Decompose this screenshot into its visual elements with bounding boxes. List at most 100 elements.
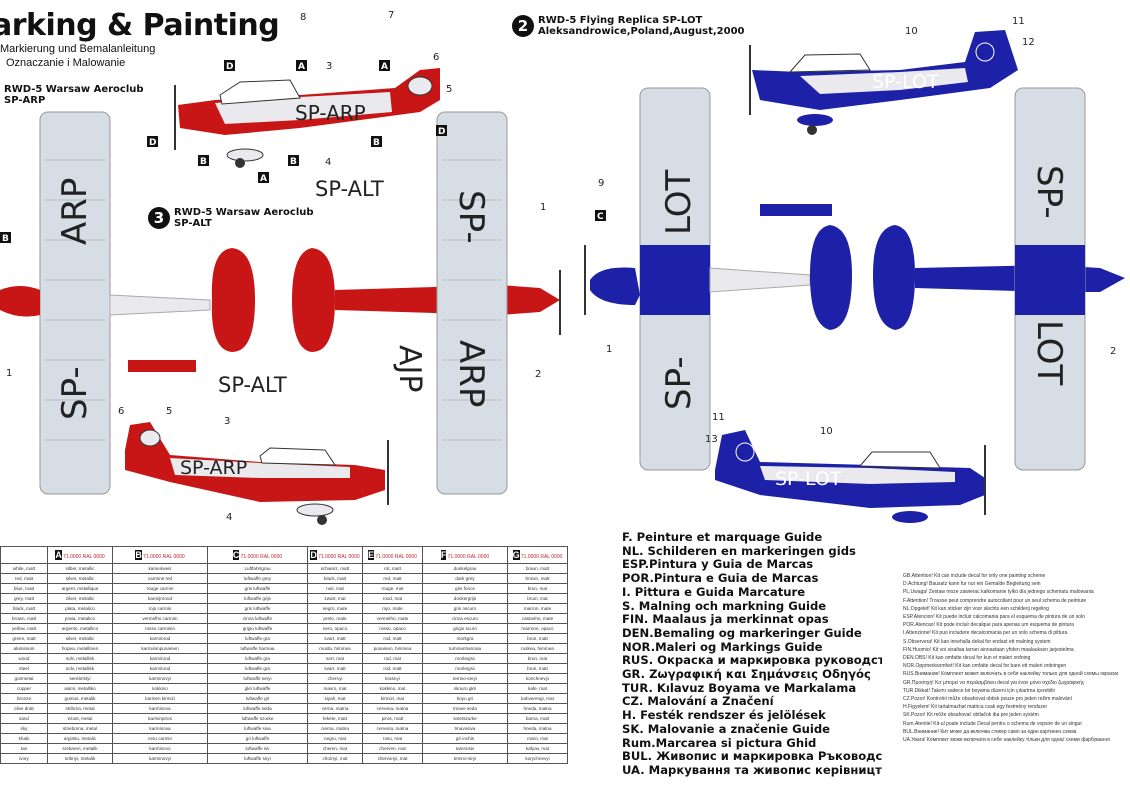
color-table-cell: karminovyi [112, 673, 208, 684]
color-table-cell: luftwaffe harmaa [207, 643, 308, 654]
callout-1-left: 1 [6, 368, 12, 379]
language-item: GR. Ζωγραφική και Σημάνσεις Οδηγός [622, 668, 871, 682]
color-table-cell: fekete, matt [307, 713, 363, 724]
color-table-header: A 71.0000 RAL 0000 B 71.0000 RAL 0000 C … [0, 546, 568, 564]
language-item: BUL. Живопис и маркировка Ръководство [622, 750, 882, 764]
callout-11: 11 [1012, 16, 1025, 27]
reg-lot-left-wing-bottom: SP- [659, 356, 699, 410]
color-table-cell: kameirweis [112, 563, 208, 574]
color-table-cell: brun, mat [507, 653, 568, 664]
color-table-cell: karminrod [112, 653, 208, 664]
color-table-cell: marron, mate [507, 603, 568, 614]
color-table-cell: grigio scuro [422, 623, 508, 634]
color-table-cell: rood, mat [362, 593, 423, 604]
callout-3: 3 [326, 61, 332, 72]
note-item: SK.Pozor! Kit môže obsahovať obtlačok ib… [903, 712, 1039, 719]
color-table-cell: blue, matt [0, 583, 48, 594]
color-table-cell: rosso carminio [112, 623, 208, 634]
color-table-cell: chernyi [307, 673, 363, 684]
color-table-cell: luftwaffe siv [207, 743, 308, 754]
color-table-cell: rosu carmin [112, 733, 208, 744]
language-item: NOR.Maleri og Markings Guide [622, 640, 823, 654]
color-table-cell: hneda, matna [507, 723, 568, 734]
color-table-cell: rot, matt [362, 563, 423, 574]
color-table-cell: karminovo [112, 743, 208, 754]
color-table-cell: bruin, mat [507, 593, 568, 604]
color-table-cell: brun, matt [507, 633, 568, 644]
color-table-cell: siyah, mat [307, 693, 363, 704]
reg-alt-side: SP-ALT [315, 177, 384, 201]
reg-arp-side-lower: SP-ARP [180, 457, 247, 479]
color-code-D: 71.0000 RAL 0000 [318, 554, 360, 560]
lot-right-wing [1014, 87, 1086, 471]
color-table-cell: luftwaffe gra [207, 653, 308, 664]
color-table-cell: brown, matt [0, 613, 48, 624]
language-item: SK. Malovanie a značenie Guide [622, 722, 831, 736]
color-code-E: 71.0000 RAL 0000 [375, 554, 417, 560]
option-2-title: RWD-5 Flying Replica SP-LOT [538, 15, 703, 26]
color-code-G: 71.0000 RAL 0000 [520, 554, 563, 560]
color-table-cell: luftwaffe seda [207, 703, 308, 714]
color-table-cell: cherven, mat [362, 743, 423, 754]
color-table-cell: karmen kirmizi [112, 693, 208, 704]
reg-lot-side: SP-LOT [872, 71, 939, 93]
color-table-cell: kokkino [112, 683, 208, 694]
callout-6-lower: 6 [118, 406, 124, 417]
note-item: Rum.Atentie! Kit-ul poate include Decal … [903, 720, 1082, 727]
color-table-cell: rosu, mat [362, 733, 423, 744]
language-item: F. Peinture et marquage Guide [622, 531, 823, 544]
option-3-title: RWD-5 Warsaw Aeroclub [174, 207, 314, 218]
note-item: TUR.Dikkat! Takımı sadece bir boyama düz… [903, 687, 1056, 694]
color-table-cell: kafe, mat [507, 683, 568, 694]
callout-12: 12 [1022, 37, 1035, 48]
color-table-cell: brun, matt [507, 663, 568, 674]
callout-1-lot: 1 [606, 344, 612, 355]
color-table-cell: kahverengi, mat [507, 693, 568, 704]
blue-plane-side-upper [749, 30, 1018, 135]
note-item: PL.Uwaga! Zestaw moze zawierac kalkomani… [903, 589, 1094, 596]
callout-5: 5 [446, 84, 452, 95]
color-table-cell: dark grey [422, 573, 508, 584]
color-col-C: C [232, 550, 240, 560]
color-table-cell: kirmizi, mat [362, 693, 423, 704]
color-table-cell: gris luftwaffe [207, 603, 308, 614]
color-table-cell: mavro, mat [307, 683, 363, 694]
color-table-cell: sky [0, 723, 48, 734]
color-table-cell: luftwaffe grijs [207, 593, 308, 604]
color-table-cell: rod, matt [362, 663, 423, 674]
color-table-cell: morkegra [422, 663, 508, 674]
option-1-registration: SP-ARP [4, 95, 46, 106]
color-table-cell: preto, mate [307, 613, 363, 624]
note-item: POR.Atencao! Kit pode incluir decalque p… [903, 622, 1074, 629]
callout-9: 9 [598, 178, 604, 189]
color-table-cell: gumus, metalik [47, 693, 113, 704]
color-table-cell: cerna, matna [307, 703, 363, 714]
color-table-cell: plata, metalico [47, 603, 113, 614]
language-item: RUS. Окраска и маркировка руководство [622, 654, 882, 668]
note-item: DEN.OBS! Kit kan omfatte decal for kun e… [903, 655, 1031, 662]
language-item: UA. Маркування та живопис керівництво [622, 763, 882, 777]
color-table-cell: solv, metallisk [47, 663, 113, 674]
color-table-cell: srebaren, metalik [47, 743, 113, 754]
red-plane-side-lower [125, 422, 389, 525]
callout-6: 6 [433, 52, 439, 63]
callout-11-lower: 11 [712, 412, 725, 423]
color-table-cell: serebristyi [47, 673, 113, 684]
color-table-cell: hneda, matna [507, 703, 568, 714]
note-item: FIN.Huomio! Kit voi sisaltaa tarran aino… [903, 646, 1074, 653]
option-2-badge: 2 [512, 15, 534, 37]
left-wing-arp [39, 111, 111, 495]
callout-7: 7 [388, 10, 394, 21]
color-code-B: 71.0000 RAL 0000 [143, 554, 185, 560]
language-item: TUR. Kılavuz Boyama ve Markalama [622, 681, 857, 695]
color-table-cell: rouge carmin [112, 583, 208, 594]
option-1-heading: RWD-5 Warsaw Aeroclub SP-ARP [4, 84, 144, 106]
note-item: GB.Attention! Kit can include decal for … [903, 573, 1046, 579]
color-table-cell: karminpiros [112, 713, 208, 724]
color-table-cell: donkergrijs [422, 593, 508, 604]
